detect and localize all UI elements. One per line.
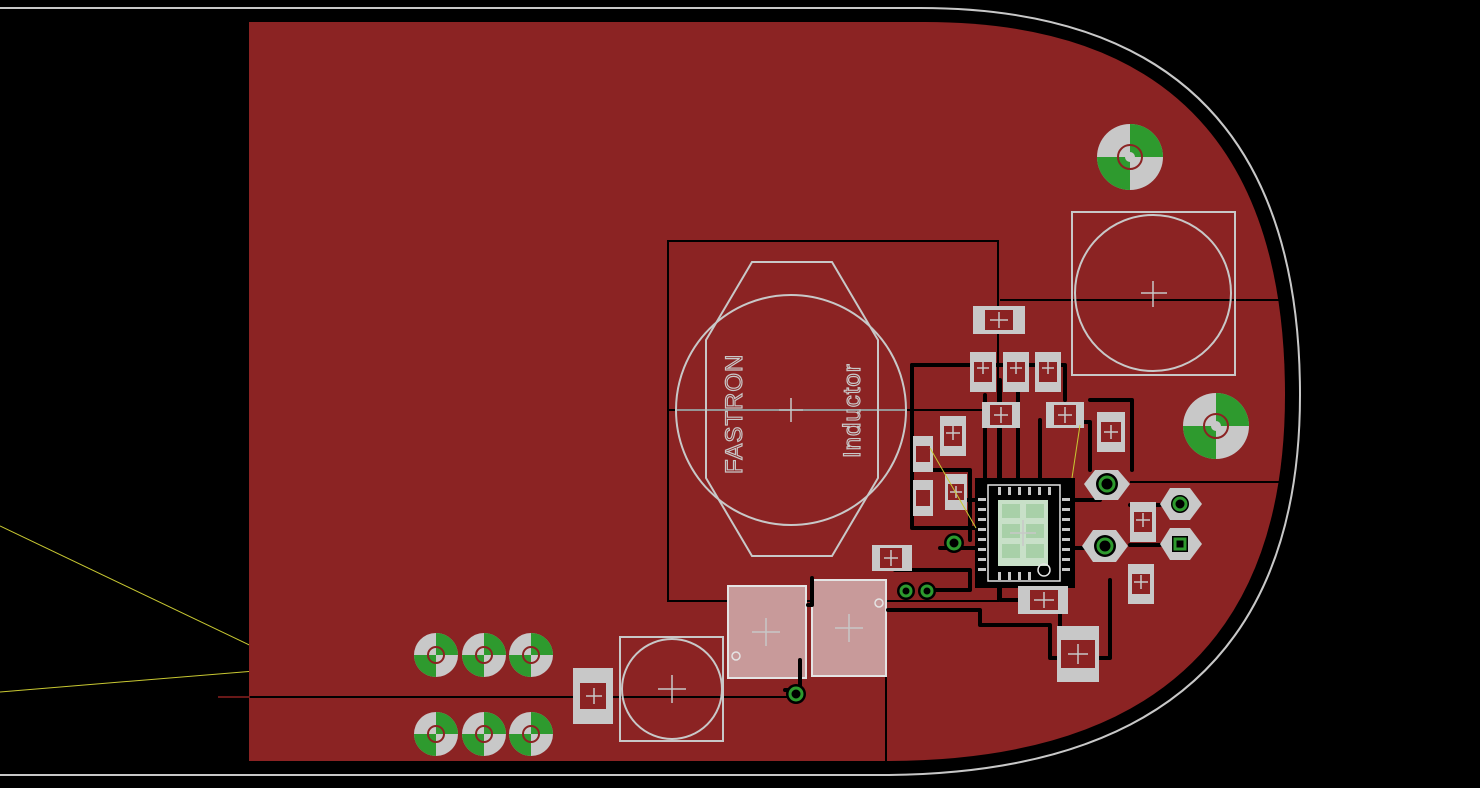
smd-resistor[interactable] <box>573 668 613 724</box>
connector-header[interactable] <box>414 633 553 756</box>
smd-capacitor[interactable] <box>1018 586 1068 614</box>
smd-capacitor[interactable] <box>1046 402 1084 428</box>
smd-capacitor[interactable] <box>872 545 912 571</box>
smd-resistor[interactable] <box>1003 352 1029 392</box>
smd-resistor[interactable] <box>1128 564 1154 604</box>
via-icon[interactable] <box>1082 530 1128 562</box>
board-outline <box>0 7 1302 776</box>
mounting-hole-icon[interactable] <box>1183 393 1249 459</box>
smd-capacitor[interactable] <box>973 306 1025 334</box>
via-icon <box>509 633 553 677</box>
smd-resistor[interactable] <box>1130 502 1156 542</box>
via-icon[interactable] <box>944 533 964 553</box>
ratsnest-line <box>929 447 977 529</box>
smd-resistor[interactable] <box>913 436 933 472</box>
crosshair-icon <box>1141 281 1167 307</box>
trace-group <box>886 363 1162 660</box>
smd-capacitor[interactable] <box>982 402 1020 428</box>
qfn-ic[interactable] <box>975 478 1075 588</box>
via-icon <box>462 712 506 756</box>
smd-capacitor[interactable] <box>1057 626 1099 682</box>
smd-resistor[interactable] <box>913 480 933 516</box>
mosfet-left[interactable] <box>727 585 807 679</box>
inductor-brand-label: FASTRON <box>721 354 748 474</box>
smd-resistor[interactable] <box>1035 352 1061 392</box>
via-icon[interactable] <box>1160 528 1202 560</box>
smd-resistor[interactable] <box>1097 412 1125 452</box>
smd-resistor[interactable] <box>940 416 966 456</box>
crosshair-icon <box>779 398 803 422</box>
copper-trace <box>806 576 814 607</box>
mounting-hole-icon[interactable] <box>1097 124 1163 190</box>
capacitor-small[interactable] <box>619 636 724 742</box>
via-icon[interactable] <box>1084 470 1130 500</box>
via-icon[interactable] <box>786 684 806 704</box>
inductor-label: Inductor <box>839 363 866 458</box>
capacitor-large[interactable] <box>1071 211 1236 376</box>
via-icon <box>414 633 458 677</box>
via-icon[interactable] <box>918 582 936 600</box>
ratsnest-line <box>1071 424 1081 479</box>
via-icon[interactable] <box>897 582 915 600</box>
via-icon <box>414 712 458 756</box>
crosshair-icon <box>658 675 686 703</box>
smd-resistor[interactable] <box>970 352 996 392</box>
via-icon <box>509 712 553 756</box>
inductor-footprint[interactable]: FASTRON Inductor <box>675 261 907 557</box>
via-icon <box>462 633 506 677</box>
via-icon[interactable] <box>1160 488 1202 520</box>
mosfet-right[interactable] <box>811 579 887 677</box>
